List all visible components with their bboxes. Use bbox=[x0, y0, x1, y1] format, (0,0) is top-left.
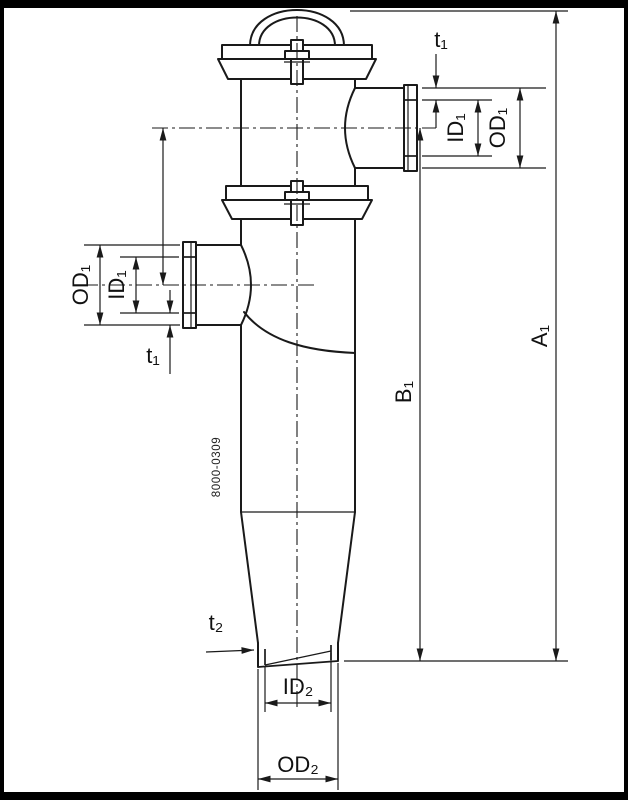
border-top bbox=[0, 0, 628, 8]
handle-outer-arc bbox=[249, 9, 345, 47]
cone-right-wall bbox=[337, 511, 356, 644]
centerlines bbox=[82, 16, 436, 710]
cone-left-wall bbox=[240, 511, 259, 644]
vessel-body bbox=[240, 78, 356, 513]
filter-vessel: 8000-0309 bbox=[182, 9, 418, 668]
outlet-tube-end-edge bbox=[257, 660, 339, 668]
od2-label: OD₂ bbox=[277, 752, 319, 777]
dimension-b1: B₁ bbox=[391, 128, 424, 661]
t2-label: t₂ bbox=[209, 610, 224, 635]
internal-pipe-sweep-curve bbox=[243, 311, 356, 354]
dimension-t2: t₂ bbox=[205, 610, 255, 654]
left-port bbox=[182, 241, 356, 354]
outlet-tube-inner-edge bbox=[264, 650, 332, 666]
dimension-a1: A₁ bbox=[344, 10, 568, 662]
dimension-id1-od1-right: ID₁ OD₁ bbox=[422, 87, 546, 169]
id1-right-label: ID₁ bbox=[443, 113, 468, 142]
t2-leader-arrow bbox=[205, 647, 255, 654]
t1-right-label: t₁ bbox=[434, 27, 448, 52]
a1-label: A₁ bbox=[527, 325, 552, 347]
t1-left-label: t₁ bbox=[146, 343, 160, 368]
id2-label: ID₂ bbox=[283, 674, 314, 699]
b1-label: B₁ bbox=[391, 381, 416, 403]
border-right bbox=[624, 0, 628, 800]
od1-left-label: OD₁ bbox=[68, 265, 93, 305]
dimension-od1-id1-left: OD₁ ID₁ bbox=[68, 244, 180, 326]
od1-right-label: OD₁ bbox=[485, 108, 510, 148]
cone-and-outlet bbox=[240, 511, 356, 668]
border-bottom bbox=[0, 792, 628, 800]
dimension-t1-left: t₁ bbox=[146, 290, 174, 374]
dimension-t1-right: t₁ bbox=[432, 27, 448, 128]
drawing-number: 8000-0309 bbox=[211, 437, 223, 497]
dimension-id2: ID₂ bbox=[264, 653, 332, 712]
id1-left-label: ID₁ bbox=[104, 270, 129, 299]
dimension-od2: OD₂ bbox=[257, 663, 339, 790]
border-left bbox=[0, 0, 4, 800]
